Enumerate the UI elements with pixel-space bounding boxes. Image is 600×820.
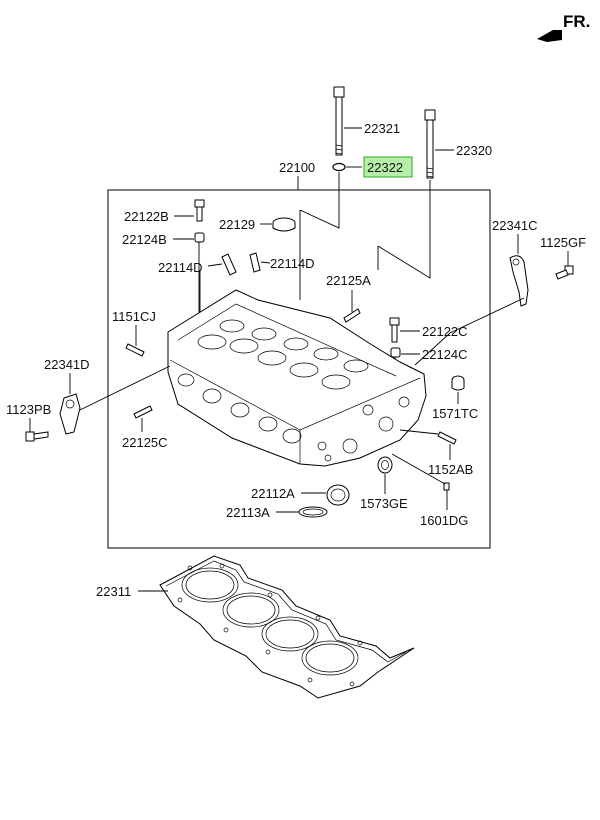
front-direction-indicator: FR. <box>537 12 590 42</box>
dowel-pin-22114D-left[interactable] <box>221 253 237 276</box>
label-22322[interactable]: 22322 <box>367 160 403 175</box>
label-22341C[interactable]: 22341C <box>492 218 538 233</box>
head-bolt-washer-22322[interactable] <box>332 162 346 172</box>
label-22114D-left[interactable]: 22114D <box>158 260 203 275</box>
label-22122C[interactable]: 22122C <box>422 324 468 339</box>
stud-1151CJ[interactable] <box>125 343 145 357</box>
seal-22112A[interactable] <box>326 484 350 506</box>
label-1571TC[interactable]: 1571TC <box>432 406 478 421</box>
stud-22125C[interactable] <box>133 405 153 419</box>
bolt-1125GF[interactable] <box>555 265 574 280</box>
seal-22124B[interactable] <box>194 232 205 243</box>
stud-1152AB[interactable] <box>437 431 457 445</box>
bolt-1123PB[interactable] <box>25 431 49 442</box>
label-22125A[interactable]: 22125A <box>326 273 371 288</box>
label-1125GF[interactable]: 1125GF <box>540 235 586 250</box>
label-1151CJ[interactable]: 1151CJ <box>112 309 156 324</box>
label-22114D-right[interactable]: 22114D <box>270 256 315 271</box>
label-22124C[interactable]: 22124C <box>422 347 468 362</box>
seal-1573GE[interactable] <box>377 456 393 474</box>
engine-hanger-22341C[interactable] <box>509 255 529 307</box>
cylinder-head-assembly-frame <box>107 189 491 549</box>
cylinder-head-22100[interactable] <box>167 289 427 467</box>
label-22122B[interactable]: 22122B <box>124 209 169 224</box>
bolt-22122B[interactable] <box>194 199 205 222</box>
highlight-box-22322[interactable] <box>363 156 413 178</box>
seal-22113A[interactable] <box>298 506 328 518</box>
head-bolt-22320[interactable] <box>424 109 436 179</box>
stud-22125A[interactable] <box>343 308 361 323</box>
label-22341D[interactable]: 22341D <box>44 357 90 372</box>
label-22125C[interactable]: 22125C <box>122 435 168 450</box>
dowel-pin-22114D-right[interactable] <box>249 252 261 273</box>
head-bolt-22321[interactable] <box>333 86 345 156</box>
seal-22124C[interactable] <box>390 347 401 358</box>
plug-1601DG[interactable] <box>443 482 450 491</box>
label-22321[interactable]: 22321 <box>364 121 400 136</box>
label-1573GE[interactable]: 1573GE <box>360 496 408 511</box>
head-gasket-22311[interactable] <box>159 555 415 699</box>
front-arrow-icon <box>537 30 562 42</box>
plug-1571TC[interactable] <box>451 375 465 391</box>
label-1152AB[interactable]: 1152AB <box>428 462 473 477</box>
engine-hanger-22341D[interactable] <box>59 393 81 435</box>
label-22129[interactable]: 22129 <box>219 217 255 232</box>
label-22311[interactable]: 22311 <box>96 584 131 599</box>
plug-22129[interactable] <box>272 217 296 232</box>
label-1123PB[interactable]: 1123PB <box>6 402 51 417</box>
label-1601DG[interactable]: 1601DG <box>420 513 468 528</box>
bolt-22122C[interactable] <box>389 317 400 343</box>
label-22113A[interactable]: 22113A <box>226 505 270 520</box>
label-22112A[interactable]: 22112A <box>251 486 295 501</box>
label-22320[interactable]: 22320 <box>456 143 492 158</box>
label-22124B[interactable]: 22124B <box>122 232 167 247</box>
front-label: FR. <box>563 12 590 31</box>
label-22100[interactable]: 22100 <box>279 160 315 175</box>
